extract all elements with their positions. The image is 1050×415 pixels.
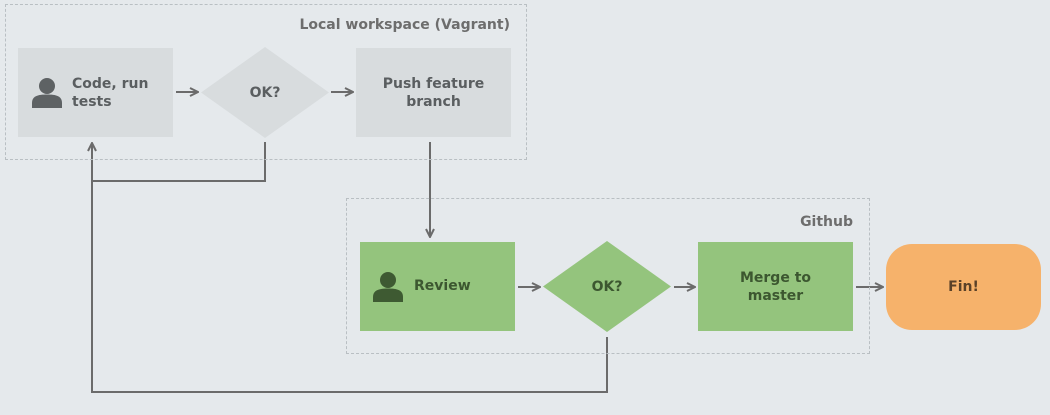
group-github-label: Github: [800, 214, 853, 230]
decision-ok-local-label: OK?: [249, 84, 281, 101]
group-local-workspace: [5, 4, 527, 160]
node-review[interactable]: Review: [360, 242, 515, 331]
edge-ok2-back-to-code: [91, 181, 608, 393]
diamond-shape: [201, 47, 329, 138]
person-icon: [32, 78, 62, 108]
node-merge-to-master-label: Merge to master: [739, 269, 812, 304]
node-review-label: Review: [414, 278, 471, 294]
node-push-feature-branch[interactable]: Push feature branch: [356, 48, 511, 137]
group-github: [346, 198, 870, 354]
edge-ok1-back-to-code: [92, 142, 266, 182]
decision-ok-github[interactable]: OK?: [543, 241, 671, 332]
person-icon: [373, 272, 403, 302]
node-fin-label: Fin!: [948, 279, 979, 295]
decision-ok-github-label: OK?: [591, 278, 623, 295]
node-code-run-tests[interactable]: Code, run tests: [18, 48, 173, 137]
node-code-run-tests-label: Code, run tests: [72, 76, 149, 110]
decision-ok-local[interactable]: OK?: [201, 47, 329, 138]
node-push-feature-branch-label: Push feature branch: [382, 75, 485, 110]
node-merge-to-master[interactable]: Merge to master: [698, 242, 853, 331]
node-fin[interactable]: Fin!: [886, 244, 1041, 330]
diamond-shape: [543, 241, 671, 332]
group-local-workspace-label: Local workspace (Vagrant): [299, 17, 510, 33]
